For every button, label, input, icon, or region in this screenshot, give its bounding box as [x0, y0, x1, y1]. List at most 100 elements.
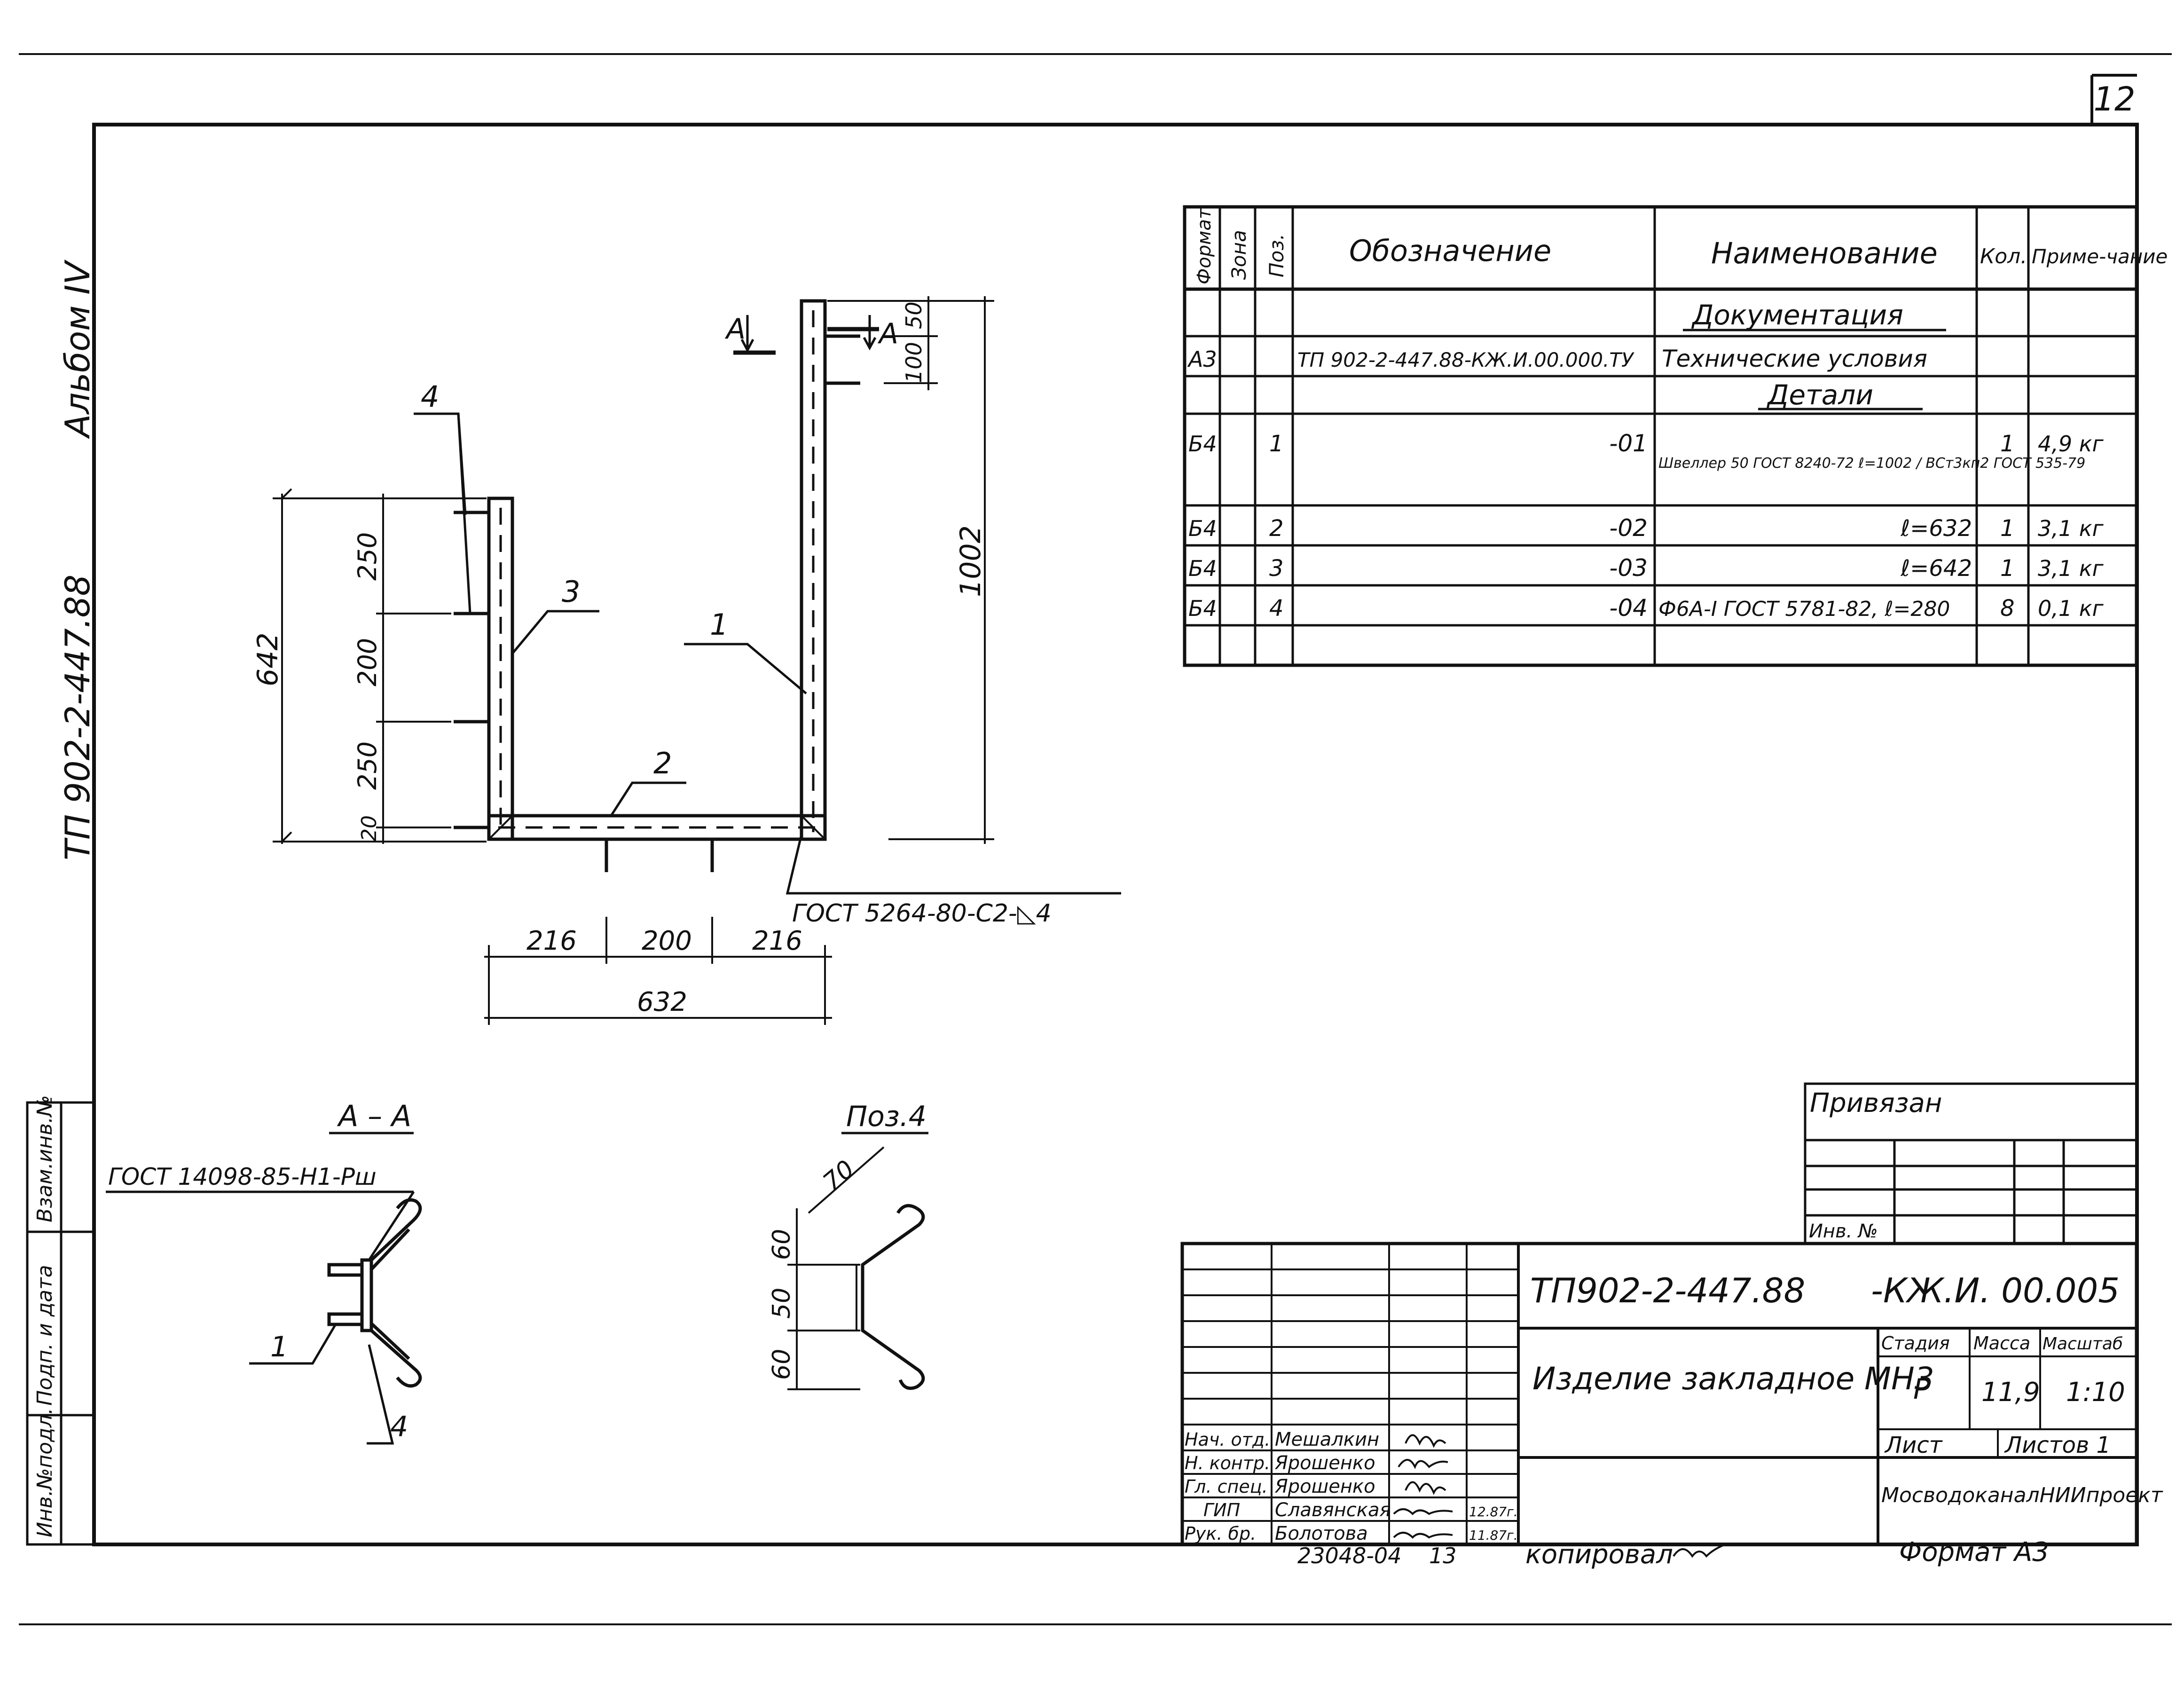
signer-name-2: Ярошенко — [1274, 1452, 1375, 1474]
callout-2: 2 — [653, 746, 672, 780]
main-callout-leaders — [414, 412, 1121, 895]
footer-copied: копировал — [1525, 1539, 1673, 1570]
pos4-dim-lines — [787, 1146, 885, 1390]
section-aa-title: А – А — [337, 1099, 411, 1133]
hdr-format: Формат — [1194, 207, 1215, 284]
tb-sheet-label: Лист — [1884, 1432, 1943, 1458]
tb-suffix: -КЖ.И. 00.005 — [1871, 1271, 2120, 1310]
tb-stage: Р — [1913, 1373, 1931, 1406]
row3-pos: 2 — [1269, 515, 1284, 542]
pos4-dim-60-bottom: 60 — [768, 1349, 796, 1380]
row2-format: Б4 — [1188, 431, 1217, 457]
row5-qty: 8 — [2000, 595, 2015, 622]
hdr-name: Наименование — [1711, 236, 1938, 270]
tb-org: МосводоканалНИИпроект — [1881, 1483, 2163, 1507]
footer-page: 13 — [1429, 1543, 1457, 1568]
row3-name: ℓ=632 — [1900, 515, 1972, 542]
privyazan-title: Привязан — [1810, 1088, 1942, 1118]
pos4-dim-50: 50 — [768, 1288, 796, 1319]
row1-format: А3 — [1187, 346, 1217, 372]
dim-20: 20 — [357, 815, 381, 842]
callout-3: 3 — [562, 575, 580, 609]
dim-1002: 1002 — [954, 525, 987, 597]
row2-note: 4,9 кг — [2038, 431, 2104, 457]
stamp-inv-podl: Инв.№подл. — [33, 1408, 57, 1537]
footer-archive: 23048-04 — [1297, 1543, 1401, 1568]
signer-role-1: Нач. отд. — [1185, 1429, 1270, 1450]
copied-signature — [1673, 1544, 1726, 1558]
tb-name: Изделие закладное МН3 — [1532, 1361, 1934, 1397]
dim-200-bottom: 200 — [642, 926, 692, 956]
row1-designation: ТП 902-2-447.88-КЖ.И.00.000.ТУ — [1297, 348, 1634, 371]
title-block-grid — [1180, 1242, 2138, 1546]
row5-pos: 4 — [1269, 595, 1284, 622]
stamp-vzam-inv: Взам.инв.№ — [33, 1095, 57, 1222]
pos4-geometry — [856, 1204, 925, 1390]
section-aa-geometry — [106, 1190, 422, 1445]
dim-50: 50 — [901, 301, 927, 329]
row3-qty: 1 — [2000, 515, 2015, 542]
tb-sheets-label: Листов 1 — [2004, 1432, 2111, 1458]
row2-designation: -01 — [1609, 430, 1648, 457]
row4-format: Б4 — [1188, 556, 1217, 581]
row4-qty: 1 — [2000, 555, 2015, 582]
row4-note: 3,1 кг — [2038, 556, 2104, 581]
row4-name: ℓ=642 — [1900, 555, 1972, 582]
signer-role-5: Рук. бр. — [1185, 1523, 1256, 1544]
pos4-dim-70: 70 — [818, 1155, 860, 1196]
dim-100: 100 — [901, 342, 927, 383]
row2-pos: 1 — [1269, 431, 1284, 457]
signatures — [1393, 1434, 1453, 1539]
signer-name-3: Ярошенко — [1274, 1476, 1375, 1497]
tb-mass-label: Масса — [1973, 1333, 2030, 1354]
dims-right-lines — [827, 296, 994, 844]
row5-designation: -04 — [1609, 594, 1648, 622]
dim-250-bottom: 250 — [353, 741, 382, 790]
tb-code: ТП902-2-447.88 — [1530, 1271, 1805, 1310]
row5-name: Ф6А-I ГОСТ 5781-82, ℓ=280 — [1658, 597, 1950, 621]
sheet-number: 12 — [2093, 80, 2135, 118]
dims-bottom-lines — [484, 917, 832, 1025]
tb-mass: 11,9 — [1981, 1377, 2040, 1408]
hdr-note: Приме-чание — [2032, 245, 2168, 268]
pos4-title: Поз.4 — [846, 1100, 927, 1133]
stamp-podp-data: Подп. и дата — [33, 1265, 57, 1406]
hdr-designation: Обозначение — [1349, 234, 1551, 268]
signer-role-2: Н. контр. — [1185, 1453, 1270, 1473]
tb-scale-label: Масштаб — [2043, 1334, 2123, 1354]
privyazan-inv: Инв. № — [1809, 1221, 1878, 1242]
dim-216-left: 216 — [526, 926, 577, 956]
hdr-qty: Кол. — [1980, 244, 2027, 268]
drawing-frame — [92, 123, 2139, 1546]
row5-format: Б4 — [1188, 596, 1217, 621]
signer-role-3: Гл. спец. — [1185, 1476, 1268, 1497]
section-aa-callout-1: 1 — [270, 1331, 288, 1363]
dims-left-lines — [273, 488, 487, 844]
signer-date-5: 11.87г. — [1469, 1528, 1518, 1543]
signer-role-4: ГИП — [1203, 1500, 1240, 1520]
section-aa-weld-note: ГОСТ 14098-85-Н1-Рш — [108, 1163, 377, 1190]
section-documentation: Документация — [1691, 299, 1903, 331]
spec-table-grid — [1183, 205, 2138, 667]
row2-name: Швеллер 50 ГОСТ 8240-72 ℓ=1002 / ВСт3кп2… — [1658, 455, 2085, 472]
callout-4: 4 — [421, 379, 439, 414]
pos4-dim-60-top: 60 — [768, 1229, 796, 1260]
hdr-zone: Зона — [1227, 230, 1250, 280]
callout-1: 1 — [710, 607, 728, 642]
dim-632: 632 — [637, 987, 687, 1017]
row3-designation: -02 — [1609, 514, 1648, 542]
section-mark-right: А — [877, 317, 898, 350]
row2-qty: 1 — [2000, 431, 2015, 457]
album-label: Альбом IV — [58, 259, 97, 439]
dim-250-top: 250 — [353, 532, 382, 581]
tb-stage-label: Стадия — [1881, 1333, 1950, 1354]
footer-format: Формат А3 — [1899, 1537, 2049, 1567]
margin-stamp — [26, 1101, 95, 1546]
signer-name-1: Мешалкин — [1275, 1429, 1379, 1450]
signer-date-4: 12.87г. — [1469, 1504, 1518, 1520]
drawing-code-vertical: ТП 902-2-447.88 — [58, 575, 97, 860]
main-view-geometry — [454, 299, 879, 872]
weld-note-main: ГОСТ 5264-80-С2-◺4 — [792, 899, 1052, 928]
section-mark-left: А — [724, 313, 746, 346]
